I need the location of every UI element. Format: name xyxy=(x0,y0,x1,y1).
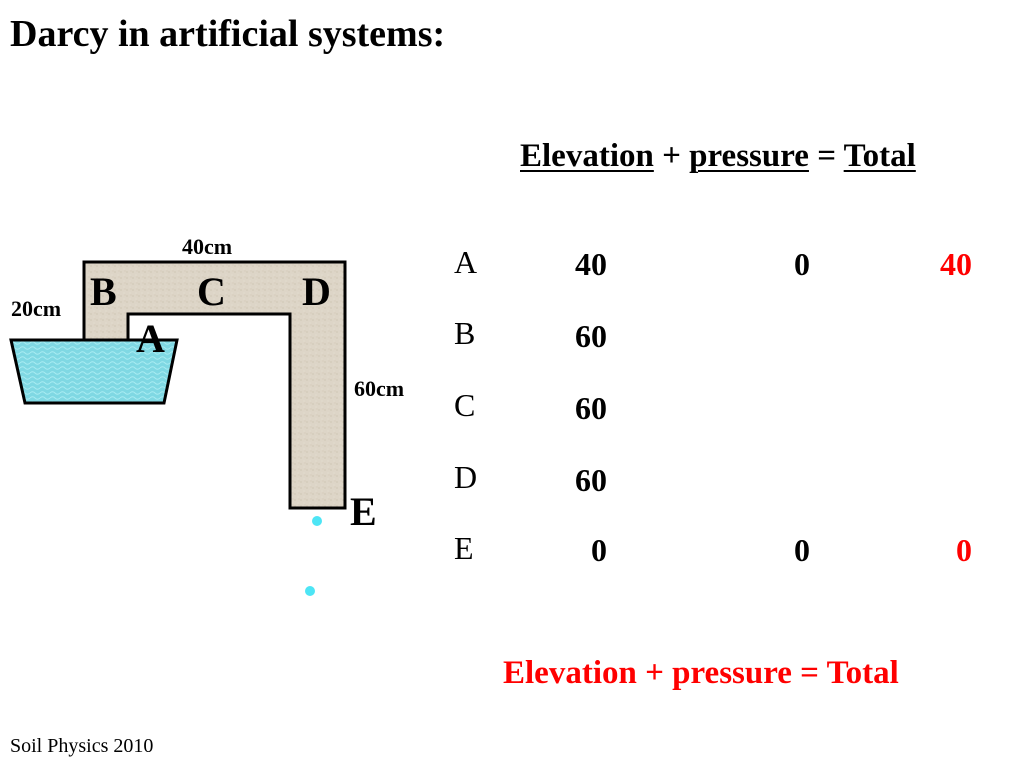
header-total: Total xyxy=(843,138,916,174)
table-header: Elevation + pressure = Total xyxy=(520,138,916,175)
slide-footer: Soil Physics 2010 xyxy=(10,735,154,757)
point-label-b: B xyxy=(90,269,117,314)
row-b-elevation: 60 xyxy=(575,318,607,354)
header-pressure: pressure xyxy=(689,138,809,174)
row-label-d: D xyxy=(454,459,478,495)
row-label-a: A xyxy=(454,244,478,280)
row-a-total: 40 xyxy=(940,246,972,282)
water-reservoir xyxy=(9,338,179,405)
row-e-elevation: 0 xyxy=(591,532,607,568)
water-drop-2 xyxy=(305,586,315,596)
header-elevation: Elevation xyxy=(520,138,654,174)
point-label-a: A xyxy=(136,316,165,361)
row-e-total: 0 xyxy=(956,532,972,568)
dim-top-label: 40cm xyxy=(182,234,232,259)
header-equals: = xyxy=(817,138,837,174)
point-label-d: D xyxy=(302,269,331,314)
dim-left-label: 20cm xyxy=(11,296,61,321)
row-label-b: B xyxy=(454,315,476,351)
point-label-c: C xyxy=(197,269,226,314)
water-drop-1 xyxy=(312,516,322,526)
row-c-elevation: 60 xyxy=(575,390,607,426)
row-a-pressure: 0 xyxy=(794,246,810,282)
dim-right-label: 60cm xyxy=(354,376,404,401)
row-a-elevation: 40 xyxy=(575,246,607,282)
slide-title: Darcy in artificial systems: xyxy=(10,13,446,55)
row-label-e: E xyxy=(454,530,474,566)
row-label-c: C xyxy=(454,387,476,423)
formula-text: Elevation + pressure = Total xyxy=(503,655,899,691)
header-plus: + xyxy=(662,138,681,174)
row-d-elevation: 60 xyxy=(575,462,607,498)
row-e-pressure: 0 xyxy=(794,532,810,568)
point-label-e: E xyxy=(350,489,377,534)
